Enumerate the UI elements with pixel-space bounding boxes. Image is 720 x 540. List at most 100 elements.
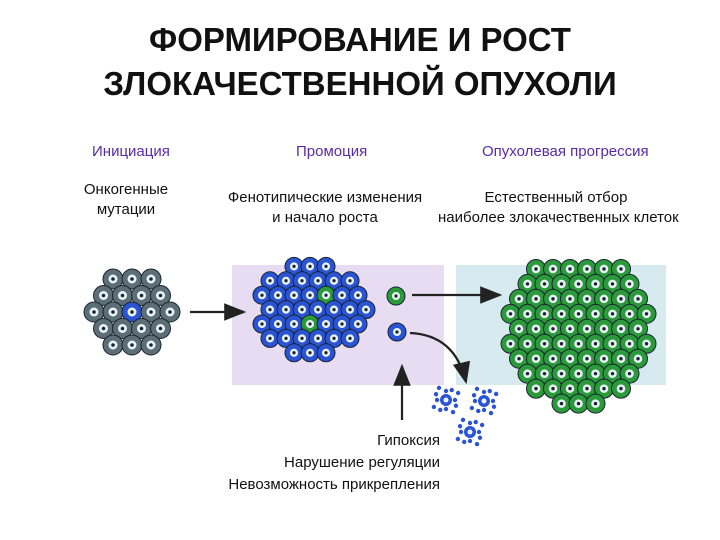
malignant-cell (517, 363, 538, 384)
title-line-2: ЗЛОКАЧЕСТВЕННОЙ ОПУХОЛИ (103, 65, 617, 102)
normal-cell (131, 285, 152, 306)
mutant-cell (300, 285, 320, 305)
factors-list: Гипоксия Нарушение регуляции Невозможнос… (212, 430, 440, 496)
malignant-cell (551, 393, 572, 414)
malignant-cell (551, 273, 572, 294)
mutant-cell (316, 314, 336, 334)
mutant-cell (316, 256, 336, 276)
malignant-cell (594, 258, 614, 279)
normal-cell (112, 285, 133, 306)
mutant-cell (121, 301, 143, 323)
promotion-cell-cluster (252, 256, 376, 363)
stage-desc-progression-line-1: Естественный отбор (484, 189, 628, 206)
normal-cell (150, 318, 171, 339)
malignant-cell (560, 318, 580, 339)
malignant-cell (551, 333, 572, 354)
stage-heading-initiation: Инициация (92, 143, 170, 160)
mutant-cell (292, 271, 312, 291)
normal-cell (93, 285, 114, 306)
malignant-cell (602, 273, 623, 294)
mutant-cell (268, 314, 288, 334)
malignant-cell (543, 348, 563, 369)
malignant-cell (543, 318, 563, 339)
mutant-cell (332, 285, 352, 305)
mutant-cell (356, 300, 376, 320)
stage-desc-progression-line-2: наиболее злокачественных клеток (438, 209, 679, 226)
free-green-cell (386, 286, 406, 306)
malignant-cell (568, 273, 589, 294)
malignant-cell (577, 258, 597, 279)
malignant-cell (560, 258, 580, 279)
stage-heading-promotion: Промоция (296, 143, 368, 160)
normal-cell (150, 285, 171, 306)
malignant-cell (594, 348, 614, 369)
mutant-cell (300, 343, 320, 363)
mutant-cell (292, 300, 312, 320)
malignant-cell (585, 393, 606, 414)
mutant-cell (324, 271, 344, 291)
mutant-cell (332, 314, 352, 334)
arrow-to-cell-death (409, 331, 471, 385)
promoted-cell (300, 314, 320, 334)
factor-dysregulation: Нарушение регуляции (284, 454, 440, 471)
malignant-cell (560, 288, 580, 309)
malignant-cell (619, 273, 640, 294)
stage-desc-initiation-line-1: Онкогенные (83, 181, 169, 198)
malignant-cell (509, 348, 529, 369)
stage-desc-initiation-line-2: мутации (96, 201, 156, 218)
malignant-cell (517, 333, 538, 354)
malignant-cell (534, 273, 555, 294)
malignant-cell (594, 288, 614, 309)
stage-desc-progression: Естественный отбор наиболее злокачествен… (438, 188, 679, 228)
mutant-cell (284, 314, 304, 334)
stage-desc-promotion: Фенотипические изменения и начало роста (222, 188, 428, 228)
normal-cell (140, 268, 162, 290)
normal-cell (131, 318, 152, 339)
mutant-cell (316, 343, 336, 363)
mutant-cell (276, 271, 296, 291)
mutant-cell (340, 328, 360, 348)
apoptotic-cell (455, 417, 485, 447)
malignant-cell (611, 378, 631, 399)
stage-desc-initiation: Онкогенные мутации (76, 180, 176, 220)
malignant-cell (568, 393, 589, 414)
progression-cell-cluster (500, 258, 657, 414)
mutant-cell (260, 328, 280, 348)
malignant-cell (560, 378, 580, 399)
mutant-cell (268, 285, 288, 305)
malignant-cell (619, 363, 640, 384)
factor-no-attachment: Невозможность прикрепления (228, 476, 440, 493)
malignant-cell (585, 363, 606, 384)
mutant-cell (348, 285, 368, 305)
malignant-cell (526, 318, 546, 339)
malignant-cell (526, 378, 546, 399)
malignant-cell (585, 333, 606, 354)
mutant-cell (292, 328, 312, 348)
page-title: ФОРМИРОВАНИЕ И РОСТ ЗЛОКАЧЕСТВЕННОЙ ОПУХ… (0, 18, 720, 106)
malignant-cell (577, 288, 597, 309)
normal-cell (102, 301, 124, 323)
malignant-cell (602, 303, 623, 324)
stage-desc-promotion-line-1: Фенотипические изменения (227, 189, 423, 206)
malignant-cell (628, 288, 648, 309)
factor-hypoxia: Гипоксия (377, 432, 440, 449)
apoptotic-cell (469, 386, 499, 416)
normal-cell (83, 301, 105, 323)
normal-cell (140, 334, 162, 356)
normal-cell (93, 318, 114, 339)
malignant-cell (594, 378, 614, 399)
normal-cell (121, 268, 143, 290)
mutant-cell (348, 314, 368, 334)
promoted-cell (316, 285, 336, 305)
mutant-cell (260, 300, 280, 320)
malignant-cell (636, 333, 657, 354)
normal-cell (121, 334, 143, 356)
malignant-cell (611, 288, 631, 309)
normal-cell (112, 318, 133, 339)
malignant-cell (568, 303, 589, 324)
malignant-cell (509, 288, 529, 309)
malignant-cell (526, 348, 546, 369)
malignant-cell (560, 348, 580, 369)
malignant-cell (543, 288, 563, 309)
